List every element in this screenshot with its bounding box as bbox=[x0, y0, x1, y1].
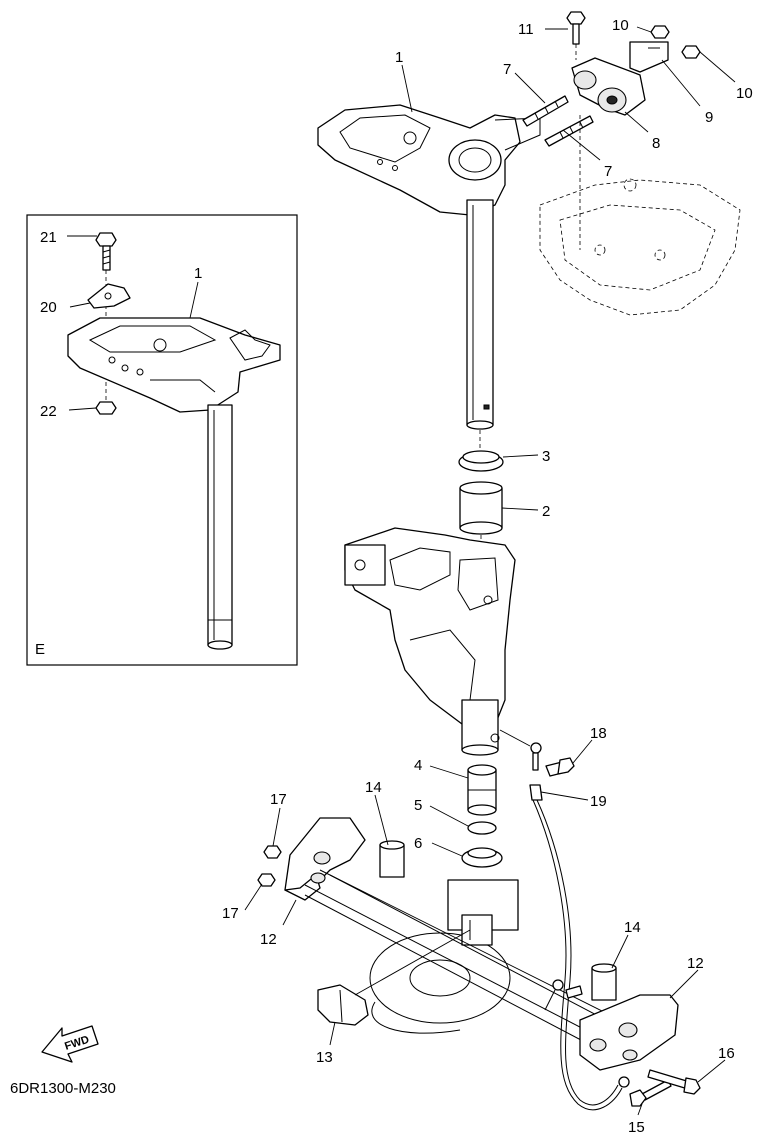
callout-16: 16 bbox=[718, 1045, 735, 1062]
mount-bracket-12-right bbox=[579, 994, 679, 1071]
seal-6 bbox=[461, 847, 503, 868]
upper-casing bbox=[539, 178, 741, 316]
callout-4: 4 bbox=[414, 757, 422, 774]
callout-15: 15 bbox=[628, 1119, 645, 1136]
bushing-2 bbox=[459, 481, 503, 535]
inset-bolt-21 bbox=[95, 232, 117, 271]
bolt-16 bbox=[647, 1069, 701, 1095]
callout-14-left: 14 bbox=[365, 779, 382, 796]
inset-steering-bracket bbox=[67, 317, 281, 413]
callout-22: 22 bbox=[40, 403, 57, 420]
callout-1: 1 bbox=[395, 49, 403, 66]
damper-14-right bbox=[591, 963, 617, 1001]
stud-bolt-7-bottom bbox=[544, 115, 594, 147]
bushing-4 bbox=[467, 764, 497, 816]
stud-bolt-7-top bbox=[522, 95, 569, 127]
callout-12-left: 12 bbox=[260, 931, 277, 948]
nut-17-top bbox=[263, 845, 282, 859]
steering-bracket bbox=[317, 104, 541, 216]
diagram-code: 6DR1300-M230 bbox=[10, 1080, 116, 1097]
mount-bolts-long bbox=[304, 869, 626, 1051]
mount-bracket-12-left bbox=[284, 817, 366, 901]
bolt-11 bbox=[566, 11, 586, 45]
callout-12-right: 12 bbox=[687, 955, 704, 972]
callout-19: 19 bbox=[590, 793, 607, 810]
lower-casing bbox=[369, 879, 519, 1034]
callout-9: 9 bbox=[705, 109, 713, 126]
callout-18: 18 bbox=[590, 725, 607, 742]
inset-label: E bbox=[35, 641, 45, 658]
callout-7-bottom: 7 bbox=[604, 163, 612, 180]
callout-1-inset: 1 bbox=[194, 265, 202, 282]
callout-labels: 1 2 3 4 5 6 7 7 8 9 10 10 11 12 12 13 14… bbox=[222, 17, 753, 1136]
callout-7-top: 7 bbox=[503, 61, 511, 78]
damper-13 bbox=[317, 984, 369, 1026]
inset-nut-22 bbox=[95, 401, 117, 415]
callout-10-right: 10 bbox=[736, 85, 753, 102]
ground-lead-19 bbox=[529, 742, 630, 1111]
damper-14-left bbox=[379, 840, 405, 878]
nut-10-left bbox=[650, 25, 670, 39]
bolt-18 bbox=[545, 757, 575, 777]
callout-10-left: 10 bbox=[612, 17, 629, 34]
fwd-arrow-icon: FWD bbox=[41, 1025, 99, 1063]
swivel-bracket bbox=[344, 527, 516, 756]
callout-2: 2 bbox=[542, 503, 550, 520]
callout-17-top: 17 bbox=[270, 791, 287, 808]
leader-lines bbox=[244, 26, 736, 1116]
callout-21: 21 bbox=[40, 229, 57, 246]
steering-shaft bbox=[466, 199, 494, 430]
o-ring-5 bbox=[467, 821, 497, 835]
inset-plate-20 bbox=[87, 283, 131, 309]
callout-17-bottom: 17 bbox=[222, 905, 239, 922]
mount-damper-8 bbox=[571, 57, 646, 116]
nut-17-bottom bbox=[257, 873, 276, 887]
callout-6: 6 bbox=[414, 835, 422, 852]
callout-20: 20 bbox=[40, 299, 57, 316]
nut-10-right bbox=[681, 45, 701, 59]
callout-11: 11 bbox=[518, 21, 534, 38]
callout-13: 13 bbox=[316, 1049, 333, 1066]
callout-5: 5 bbox=[414, 797, 422, 814]
inset-variant-e: 21 20 22 1 E bbox=[26, 214, 298, 666]
bolt-15 bbox=[629, 1079, 672, 1107]
plate-9 bbox=[629, 41, 669, 73]
callout-14-right: 14 bbox=[624, 919, 641, 936]
ground-bolt-small bbox=[544, 979, 583, 1011]
bushing-3 bbox=[458, 450, 504, 472]
inset-steering-shaft bbox=[207, 404, 233, 650]
callout-8: 8 bbox=[652, 135, 660, 152]
callout-3: 3 bbox=[542, 448, 550, 465]
